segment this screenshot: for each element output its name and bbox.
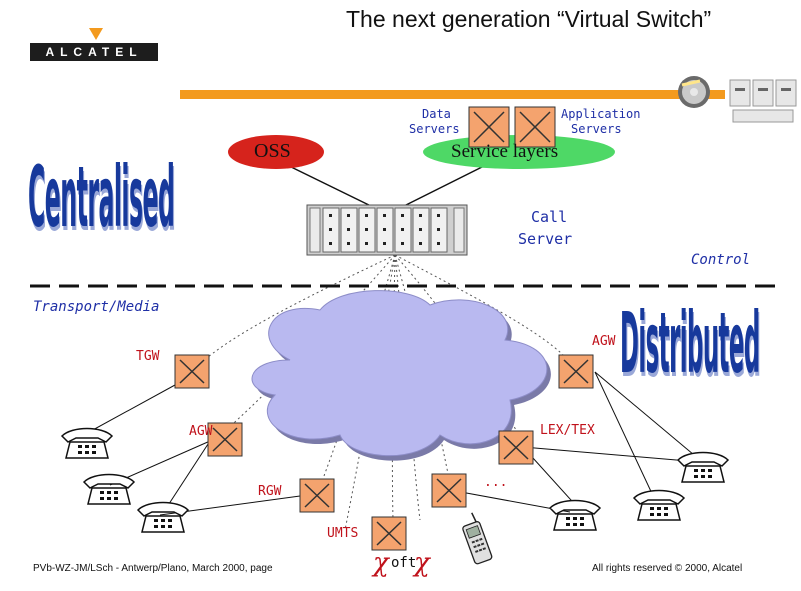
- umts-label: UMTS: [327, 526, 359, 541]
- telephone-icon: [548, 499, 602, 531]
- centralised-label: Centralised: [28, 150, 175, 248]
- oss-label: OSS: [254, 140, 291, 162]
- header-bar: [180, 90, 725, 99]
- gateway-icon: [371, 516, 407, 551]
- data-servers-label-line2: Servers: [409, 122, 460, 136]
- alcatel-logo: ALCATEL: [30, 43, 158, 61]
- footer-left: PVb-WZ-JM/LSch - Antwerp/Plano, March 20…: [33, 563, 273, 574]
- alcatel-logo-triangle-icon: [89, 28, 103, 40]
- distributed-label: Distributed: [620, 296, 760, 394]
- application-servers-icon: [514, 106, 556, 148]
- gateway-icon: [498, 430, 534, 465]
- telephone-icon: [136, 501, 190, 533]
- transport-cloud: [251, 290, 551, 461]
- more-gateways-label: ...: [484, 475, 508, 490]
- softx-label: oft: [391, 555, 417, 571]
- telephone-icon: [676, 451, 730, 483]
- switch-rack-icon: [306, 204, 468, 256]
- chi-right-icon: χ: [414, 548, 430, 578]
- chi-left-icon: χ: [373, 548, 389, 578]
- telephone-icon: [60, 427, 114, 459]
- control-label: Control: [691, 252, 751, 268]
- device-panel-icon: [729, 79, 797, 123]
- agw-left-label: AGW: [189, 424, 213, 439]
- telephone-icon: [632, 489, 686, 521]
- footer-right: All rights reserved © 2000, Alcatel: [592, 563, 743, 574]
- telephone-icon: [82, 473, 136, 505]
- cd-icon: [678, 76, 710, 108]
- data-servers-icon: [468, 106, 510, 148]
- gateway-icon: [558, 354, 594, 389]
- data-servers-label-line1: Data: [422, 107, 451, 121]
- mobile-phone-icon: [462, 512, 493, 565]
- core-links: [284, 163, 489, 209]
- agw-right-label: AGW: [592, 334, 616, 349]
- call-server-label-line2: Server: [518, 230, 573, 248]
- rgw-label: RGW: [258, 484, 282, 499]
- service-layers-label: Service layers: [451, 141, 559, 162]
- gateway-icon: [299, 478, 335, 513]
- slide-title: The next generation “Virtual Switch”: [346, 6, 712, 32]
- transport-media-label: Transport/Media: [33, 299, 160, 315]
- tgw-label: TGW: [136, 349, 160, 364]
- application-servers-label-line1: Application: [561, 107, 641, 121]
- oss-ellipse: [228, 135, 324, 169]
- gateway-icon: [174, 354, 210, 389]
- call-server-label-line1: Call: [531, 208, 568, 226]
- application-servers-label-line2: Servers: [571, 122, 622, 136]
- lex-tex-label: LEX/TEX: [540, 423, 595, 438]
- gateway-icon: [207, 422, 243, 457]
- gateway-icon: [431, 473, 467, 508]
